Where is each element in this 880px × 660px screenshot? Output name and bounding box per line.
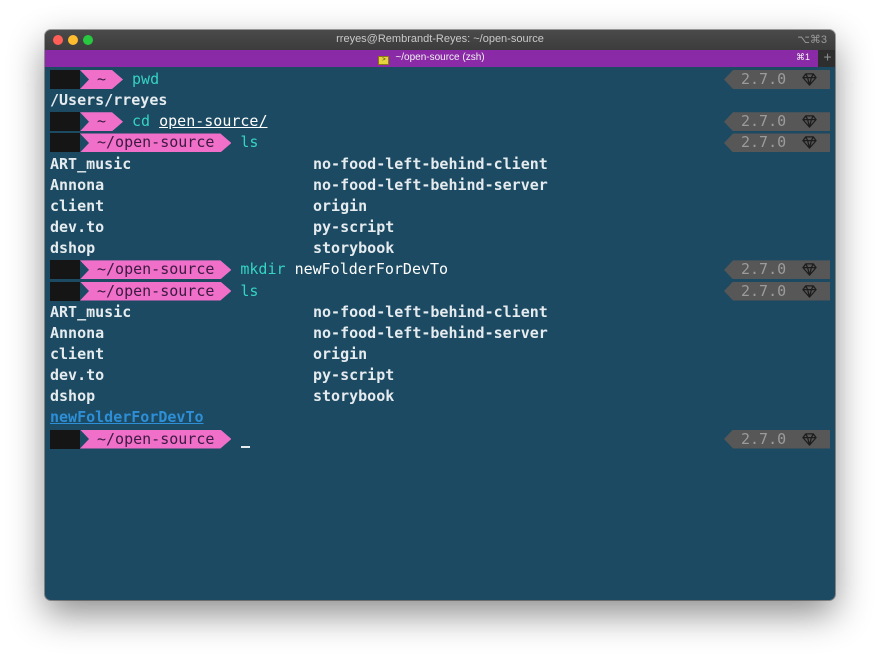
listing-row: ART_music no-food-left-behind-client	[50, 302, 830, 323]
tab-shortcut: ⌘1	[795, 52, 810, 62]
prompt-directory: ~	[80, 70, 123, 89]
window-title: rreyes@Rembrandt-Reyes: ~/open-source	[336, 33, 544, 45]
listing-entry: py-script	[313, 366, 395, 385]
ruby-version-segment: 2.7.0	[724, 112, 830, 132]
listing-entry: no-food-left-behind-client	[313, 302, 548, 321]
listing-entry: storybook	[313, 239, 395, 258]
ruby-gem-icon	[802, 115, 817, 129]
apple-icon	[50, 429, 80, 449]
ruby-version-segment: 2.7.0	[724, 70, 830, 89]
apple-icon	[50, 281, 80, 301]
ruby-version: 2.7.0	[741, 260, 787, 279]
ruby-gem-icon	[802, 263, 817, 277]
prompt-line: ~ cd open-source/2.7.0	[50, 111, 830, 132]
prompt-line: ~ pwd 2.7.0	[50, 69, 830, 90]
listing-entry: dev.to	[50, 218, 105, 237]
listing-entry: client	[50, 344, 105, 363]
window-titlebar[interactable]: rreyes@Rembrandt-Reyes: ~/open-source ⌥⌘…	[45, 30, 835, 50]
listing-row: Annona no-food-left-behind-server	[50, 175, 830, 196]
listing-entry: dev.to	[50, 366, 105, 385]
ruby-gem-icon	[802, 73, 817, 86]
terminal-icon: >	[378, 56, 390, 65]
prompt-directory: ~	[80, 112, 123, 131]
typed-command: ls	[240, 133, 259, 152]
ruby-gem-icon	[802, 432, 817, 446]
tab-title: ~/open-source (zsh)	[395, 52, 485, 63]
typed-command: ls	[240, 281, 259, 300]
listing-entry: no-food-left-behind-server	[313, 323, 548, 342]
ruby-version-segment: 2.7.0	[724, 260, 830, 280]
apple-icon	[50, 260, 80, 280]
prompt-line: ~/open-source 2.7.0	[50, 429, 830, 450]
typed-command: cd	[132, 112, 151, 131]
listing-row: dshop storybook	[50, 238, 830, 259]
apple-icon	[50, 70, 80, 89]
listing-entry: Annona	[50, 175, 105, 194]
listing-entry: origin	[313, 196, 368, 215]
typed-command: pwd	[132, 70, 160, 88]
listing-entry: py-script	[313, 218, 395, 237]
listing-entry: Annona	[50, 323, 105, 342]
window-shortcut: ⌥⌘3	[797, 34, 827, 46]
ruby-version-segment: 2.7.0	[724, 429, 830, 449]
zoom-window-button[interactable]	[83, 35, 93, 45]
prompt-line: ~/open-source ls 2.7.0	[50, 132, 830, 153]
command-argument: newFolderForDevTo	[294, 260, 449, 279]
ruby-version: 2.7.0	[741, 429, 787, 448]
listing-row: dev.to py-script	[50, 217, 830, 238]
typed-command: mkdir	[240, 260, 286, 279]
prompt-directory: ~/open-source	[80, 430, 231, 449]
command-argument: open-source/	[159, 112, 268, 131]
text-cursor	[241, 445, 251, 448]
minimize-window-button[interactable]	[68, 35, 78, 45]
apple-icon	[50, 112, 80, 132]
tab-title-wrap: > ~/open-source (zsh)	[45, 52, 818, 65]
listing-entry: origin	[313, 344, 368, 363]
tab-open-source-zsh[interactable]: > ~/open-source (zsh) ⌘1	[45, 50, 818, 67]
new-folder-link[interactable]: newFolderForDevTo	[50, 408, 204, 427]
prompt-line: ~/open-source mkdir newFolderForDevTo 2.7.0	[50, 259, 830, 280]
ruby-version: 2.7.0	[741, 281, 787, 300]
ruby-version-segment: 2.7.0	[724, 281, 830, 301]
prompt-directory: ~/open-source	[80, 282, 231, 301]
listing-row: dshop storybook	[50, 386, 830, 407]
listing-row: client origin	[50, 344, 830, 365]
listing-entry: dshop	[50, 387, 96, 406]
prompt-directory: ~/open-source	[80, 133, 231, 152]
prompt-directory: ~/open-source	[80, 260, 231, 279]
listing-entry: storybook	[313, 387, 395, 406]
listing-row: dev.to py-script	[50, 365, 830, 386]
listing-entry: dshop	[50, 239, 96, 258]
apple-icon	[50, 133, 80, 153]
ruby-version: 2.7.0	[741, 70, 787, 88]
terminal-window[interactable]: rreyes@Rembrandt-Reyes: ~/open-source ⌥⌘…	[45, 30, 835, 600]
output-text: /Users/rreyes	[50, 91, 168, 110]
tab-bar: > ~/open-source (zsh) ⌘1 +	[45, 50, 835, 67]
ruby-version: 2.7.0	[741, 112, 787, 131]
ruby-version-segment: 2.7.0	[724, 133, 830, 153]
listing-row: newFolderForDevTo	[50, 407, 830, 428]
ruby-gem-icon	[802, 136, 817, 150]
close-window-button[interactable]	[53, 35, 63, 45]
listing-entry: ART_music	[50, 302, 132, 321]
listing-row: ART_music no-food-left-behind-client	[50, 154, 830, 175]
listing-entry: ART_music	[50, 154, 132, 173]
prompt-line: ~/open-source ls 2.7.0	[50, 281, 830, 302]
listing-entry: no-food-left-behind-client	[313, 154, 548, 173]
ruby-gem-icon	[802, 284, 817, 298]
listing-row: Annona no-food-left-behind-server	[50, 323, 830, 344]
output-line: /Users/rreyes	[50, 90, 830, 111]
new-tab-button[interactable]: +	[823, 50, 832, 65]
listing-row: client origin	[50, 196, 830, 217]
ruby-version: 2.7.0	[741, 133, 787, 152]
listing-entry: client	[50, 196, 105, 215]
listing-entry: no-food-left-behind-server	[313, 175, 548, 194]
